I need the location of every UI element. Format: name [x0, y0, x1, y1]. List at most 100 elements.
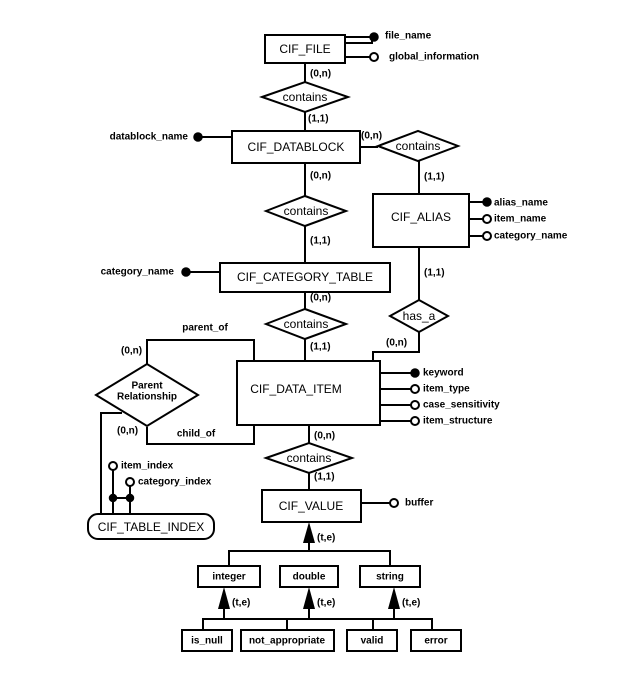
optional-attribute-icon: [482, 231, 492, 241]
svg-text:contains: contains: [396, 139, 441, 153]
entity-label: CIF_CATEGORY_TABLE: [237, 270, 373, 284]
optional-attribute-icon: [482, 214, 492, 224]
svg-text:error: error: [424, 636, 447, 647]
relationship-parent-relationship: Parent Relationship: [94, 362, 200, 428]
optional-attribute-icon: [389, 498, 399, 508]
entity-is-null: is_null: [181, 629, 233, 652]
cardinality: (0,n): [361, 131, 382, 142]
attribute-item-structure: item_structure: [380, 416, 493, 427]
optional-attribute-icon: [108, 461, 118, 471]
attribute-alias-name: alias_name: [469, 197, 548, 209]
entity-cif-alias: CIF_ALIAS: [372, 193, 470, 248]
key-attribute-icon: [410, 368, 420, 378]
cardinality: (1,1): [310, 236, 331, 247]
cardinality: (0,n): [310, 171, 331, 182]
svg-text:Parent: Parent: [131, 381, 163, 392]
svg-text:category_name: category_name: [494, 231, 568, 242]
key-attribute-icon: [193, 132, 203, 142]
composite-key-icon: [125, 493, 135, 503]
optional-attribute-icon: [410, 400, 420, 410]
cardinality: (1,1): [424, 172, 445, 183]
entity-cif-value: CIF_VALUE: [261, 489, 362, 523]
generalization-label: (t,e): [232, 598, 250, 609]
entity-cif-file: CIF_FILE: [264, 34, 346, 64]
entity-label: CIF_FILE: [279, 42, 330, 56]
cardinality: (1,1): [310, 342, 331, 353]
svg-text:has_a: has_a: [403, 309, 436, 323]
svg-text:not_appropriate: not_appropriate: [249, 636, 326, 647]
svg-text:datablock_name: datablock_name: [110, 132, 189, 143]
svg-text:integer: integer: [212, 572, 245, 583]
generalization-arrow-icon: [218, 587, 230, 609]
svg-text:contains: contains: [284, 204, 329, 218]
cardinality: (0,n): [386, 338, 407, 349]
svg-text:category_index: category_index: [138, 477, 212, 488]
svg-text:item_type: item_type: [423, 384, 470, 395]
relationship-datablock-category-contains: contains: [263, 194, 349, 228]
attribute-datablock-name: datablock_name: [110, 132, 232, 143]
entity-label: CIF_VALUE: [279, 499, 343, 513]
entity-double: double: [279, 565, 339, 588]
relationship-item-value-contains: contains: [262, 441, 356, 475]
svg-text:contains: contains: [283, 90, 328, 104]
cardinality: (1,1): [308, 114, 329, 125]
svg-text:item_structure: item_structure: [423, 416, 493, 427]
key-attribute-icon: [482, 197, 492, 207]
generalization-label: (t,e): [402, 598, 420, 609]
entity-valid: valid: [346, 629, 398, 652]
entity-label: CIF_DATA_ITEM: [250, 382, 342, 396]
relationship-file-contains: contains: [258, 80, 352, 114]
svg-text:double: double: [293, 572, 326, 583]
svg-text:contains: contains: [284, 317, 329, 331]
entity-label: CIF_DATABLOCK: [248, 140, 345, 154]
entity-label: CIF_TABLE_INDEX: [98, 520, 204, 534]
svg-text:item_index: item_index: [121, 461, 174, 472]
entity-string: string: [359, 565, 421, 588]
role-child-of: child_of: [177, 429, 216, 440]
svg-text:buffer: buffer: [405, 498, 433, 509]
attribute-file-name: file_name: [345, 31, 432, 44]
attribute-category-index: category_index: [125, 477, 212, 514]
attribute-buffer: buffer: [361, 498, 433, 509]
entity-cif-table-index: CIF_TABLE_INDEX: [87, 513, 215, 540]
optional-attribute-icon: [410, 416, 420, 426]
entity-cif-data-item: CIF_DATA_ITEM: [236, 360, 381, 426]
relationship-category-item-contains: contains: [263, 307, 349, 341]
svg-text:item_name: item_name: [494, 214, 547, 225]
attribute-category-name: category_name: [101, 267, 220, 278]
cardinality: (0,n): [310, 293, 331, 304]
svg-text:Relationship: Relationship: [117, 392, 177, 403]
attribute-alias-category-name: category_name: [469, 231, 568, 242]
attribute-case-sensitivity: case_sensitivity: [380, 400, 500, 411]
svg-text:valid: valid: [361, 636, 384, 647]
svg-text:is_null: is_null: [191, 636, 223, 647]
entity-integer: integer: [197, 565, 261, 588]
svg-text:keyword: keyword: [423, 368, 464, 379]
svg-text:category_name: category_name: [101, 267, 175, 278]
svg-text:alias_name: alias_name: [494, 198, 548, 209]
cardinality: (0,n): [117, 426, 138, 437]
cardinality: (0,n): [121, 346, 142, 357]
entity-not-appropriate: not_appropriate: [240, 629, 335, 652]
cardinality: (0,n): [310, 69, 331, 80]
key-attribute-icon: [369, 32, 379, 42]
svg-text:case_sensitivity: case_sensitivity: [423, 400, 500, 411]
attribute-keyword: keyword: [380, 368, 464, 379]
entity-cif-category-table: CIF_CATEGORY_TABLE: [219, 262, 391, 293]
cardinality: (1,1): [424, 268, 445, 279]
svg-text:string: string: [376, 572, 404, 583]
generalization-arrow-icon: [303, 522, 315, 543]
optional-attribute-icon: [410, 384, 420, 394]
attribute-item-index: item_index: [108, 461, 174, 514]
optional-attribute-icon: [125, 477, 135, 487]
relationship-datablock-alias-contains: contains: [375, 129, 461, 163]
generalization-label: (t,e): [317, 598, 335, 609]
composite-key-icon: [108, 493, 118, 503]
attribute-item-type: item_type: [380, 384, 470, 395]
svg-text:contains: contains: [287, 451, 332, 465]
svg-text:global_information: global_information: [389, 52, 479, 63]
generalization-label: (t,e): [317, 533, 335, 544]
entity-cif-datablock: CIF_DATABLOCK: [231, 130, 361, 164]
optional-attribute-icon: [369, 52, 379, 62]
